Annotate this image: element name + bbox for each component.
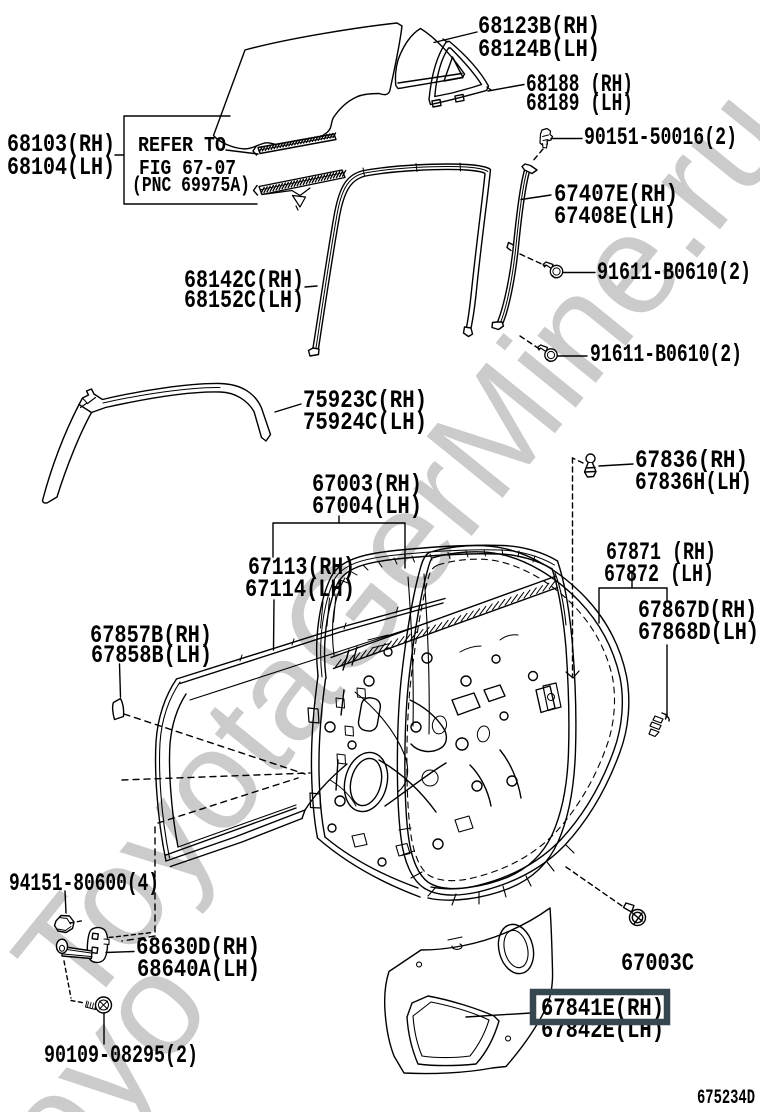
svg-text:91611-B0610(2): 91611-B0610(2) (590, 340, 742, 369)
svg-text:68152C(LH): 68152C(LH) (184, 286, 304, 315)
svg-text:68124B(LH): 68124B(LH) (478, 35, 600, 64)
svg-text:67841E(RH): 67841E(RH) (541, 994, 664, 1023)
svg-text:68189 (LH): 68189 (LH) (526, 89, 633, 118)
svg-text:94151-80600(4): 94151-80600(4) (9, 869, 159, 898)
svg-text:68104(LH): 68104(LH) (7, 153, 115, 182)
svg-text:68640A(LH): 68640A(LH) (137, 955, 260, 984)
svg-text:68103(RH): 68103(RH) (7, 130, 115, 159)
svg-text:68630D(RH): 68630D(RH) (136, 933, 260, 962)
svg-text:67003C: 67003C (621, 949, 694, 978)
svg-text:75924C(LH): 75924C(LH) (303, 408, 427, 437)
svg-text:(PNC 69975A): (PNC 69975A) (132, 175, 250, 198)
svg-text:67003(RH): 67003(RH) (312, 470, 422, 499)
svg-text:67871 (RH): 67871 (RH) (606, 538, 716, 567)
svg-text:67872 (LH): 67872 (LH) (604, 560, 714, 589)
svg-text:67407E(RH): 67407E(RH) (554, 180, 678, 209)
svg-text:68123B(RH): 68123B(RH) (478, 12, 600, 41)
svg-text:90151-50016(2): 90151-50016(2) (584, 123, 737, 152)
svg-text:91611-B0610(2): 91611-B0610(2) (597, 258, 751, 287)
svg-text:75923C(RH): 75923C(RH) (303, 386, 427, 415)
svg-text:67004(LH): 67004(LH) (312, 492, 422, 521)
svg-text:67857B(RH): 67857B(RH) (90, 621, 212, 650)
svg-text:90109-08295(2): 90109-08295(2) (44, 1041, 198, 1070)
svg-text:67868D(LH): 67868D(LH) (638, 618, 759, 647)
svg-text:68188 (RH): 68188 (RH) (526, 70, 633, 99)
svg-text:67836H(LH): 67836H(LH) (635, 468, 752, 497)
svg-text:67867D(RH): 67867D(RH) (638, 596, 757, 625)
svg-text:67114(LH): 67114(LH) (245, 575, 355, 604)
svg-text:67858B(LH): 67858B(LH) (91, 641, 212, 670)
svg-text:67408E(LH): 67408E(LH) (554, 202, 676, 231)
svg-text:68142C(RH): 68142C(RH) (184, 266, 304, 295)
svg-text:675234D: 675234D (697, 1087, 755, 1110)
svg-text:67836(RH): 67836(RH) (635, 446, 748, 475)
svg-text:REFER TO: REFER TO (138, 135, 226, 158)
svg-text:FIG 67-07: FIG 67-07 (139, 158, 236, 181)
svg-text:67113(RH): 67113(RH) (248, 553, 355, 582)
